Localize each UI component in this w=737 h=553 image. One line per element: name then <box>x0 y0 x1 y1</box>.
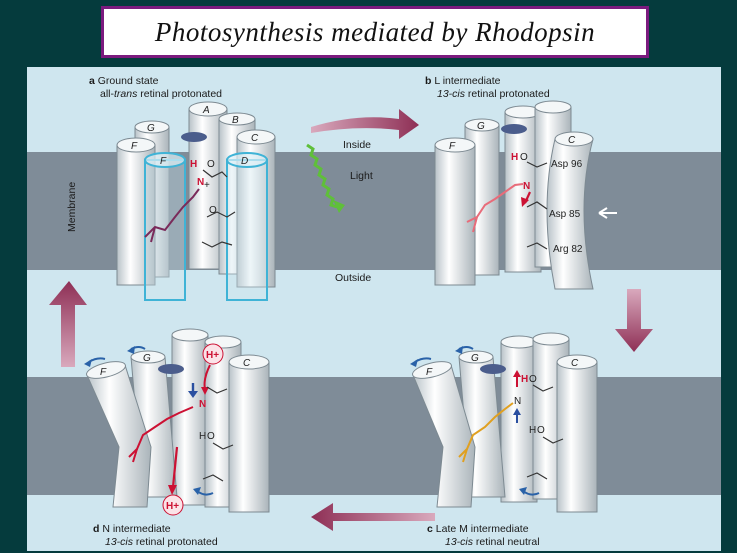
svg-text:H: H <box>511 152 518 163</box>
helix-d-f: F <box>86 361 152 508</box>
svg-text:H: H <box>529 425 536 436</box>
svg-text:G: G <box>471 353 479 364</box>
svg-text:F: F <box>131 141 138 152</box>
arrow-c-to-d <box>311 503 435 531</box>
light-label: Light <box>350 170 373 182</box>
svg-text:+: + <box>204 180 210 191</box>
retinal-pocket-a <box>181 132 207 142</box>
svg-text:N: N <box>514 396 521 407</box>
arrow-a-to-b <box>311 109 419 139</box>
panel-a-subheading: all-trans retinal protonated <box>100 88 222 100</box>
panel-d-heading: d N intermediate <box>93 523 171 535</box>
panel-a: a Ground state all-trans retinal protona… <box>89 75 276 301</box>
svg-text:O: O <box>537 425 545 436</box>
panel-b-subheading: 13-cis retinal protonated <box>437 88 550 100</box>
asp85-pointer <box>598 207 617 219</box>
svg-text:H: H <box>190 159 197 170</box>
svg-text:F: F <box>426 367 433 378</box>
svg-text:N: N <box>523 181 530 192</box>
retinal-pocket-b <box>501 124 527 134</box>
helix-b-f: F <box>434 137 476 286</box>
arrow-b-to-c <box>615 289 653 352</box>
svg-text:Arg 82: Arg 82 <box>553 244 583 255</box>
helix-c-f: F <box>412 361 476 508</box>
svg-text:F: F <box>160 156 167 167</box>
panel-c-heading: c Late M intermediate <box>427 523 529 535</box>
arrow-d-to-a <box>49 281 87 367</box>
panel-c: c Late M intermediate 13-cis retinal neu… <box>410 332 598 548</box>
proton-bottom: H+ <box>166 501 179 512</box>
panel-d: d N intermediate 13-cis retinal protonat… <box>84 328 270 548</box>
svg-text:C: C <box>251 133 259 144</box>
svg-text:F: F <box>100 367 107 378</box>
svg-text:G: G <box>477 121 485 132</box>
svg-text:F: F <box>449 141 456 152</box>
svg-text:C: C <box>571 358 579 369</box>
membrane-label: Membrane <box>66 182 78 232</box>
panel-c-subheading: 13-cis retinal neutral <box>445 536 540 548</box>
proton-top: H+ <box>206 350 219 361</box>
panel-a-heading: a Ground state <box>89 75 159 87</box>
svg-text:H: H <box>521 374 528 385</box>
light-squiggle <box>306 143 338 209</box>
outside-label: Outside <box>335 272 371 284</box>
panel-b-heading: b L intermediate <box>425 75 501 87</box>
svg-text:G: G <box>143 353 151 364</box>
svg-text:C: C <box>568 135 576 146</box>
svg-text:A: A <box>202 105 210 116</box>
svg-text:O: O <box>209 205 217 216</box>
helix-c-a <box>500 335 538 503</box>
rhodopsin-diagram: a Ground state all-trans retinal protona… <box>27 75 721 548</box>
svg-text:O: O <box>207 159 215 170</box>
svg-text:O: O <box>520 152 528 163</box>
helix-d-c: C <box>228 354 270 513</box>
retinal-pocket-d <box>158 364 184 374</box>
page-title: Photosynthesis mediated by Rhodopsin <box>154 16 596 47</box>
title-box: Photosynthesis mediated by Rhodopsin <box>101 6 649 58</box>
svg-text:D: D <box>241 156 248 167</box>
svg-text:N: N <box>197 177 204 188</box>
svg-text:Asp 85: Asp 85 <box>549 209 581 220</box>
helix-d-a <box>171 328 209 506</box>
light-arrowhead <box>333 200 345 213</box>
svg-text:O: O <box>529 374 537 385</box>
panel-d-subheading: 13-cis retinal protonated <box>105 536 218 548</box>
helix-b-c: C <box>546 131 594 290</box>
svg-text:C: C <box>243 358 251 369</box>
helix-d: D <box>226 152 268 301</box>
retinal-pocket-c <box>480 364 506 374</box>
svg-text:N: N <box>199 399 206 410</box>
inside-label: Inside <box>343 139 371 151</box>
helix-f: F <box>116 137 156 286</box>
svg-text:H: H <box>199 431 206 442</box>
panel-b: b L intermediate 13-cis retinal protonat… <box>425 75 617 290</box>
helix-f-front: F <box>144 152 186 301</box>
svg-text:G: G <box>147 123 155 134</box>
svg-text:Asp 96: Asp 96 <box>551 159 583 170</box>
helix-c-c: C <box>556 354 598 513</box>
svg-text:B: B <box>232 115 239 126</box>
svg-text:O: O <box>207 431 215 442</box>
rhodopsin-figure: a Ground state all-trans retinal protona… <box>27 67 721 551</box>
